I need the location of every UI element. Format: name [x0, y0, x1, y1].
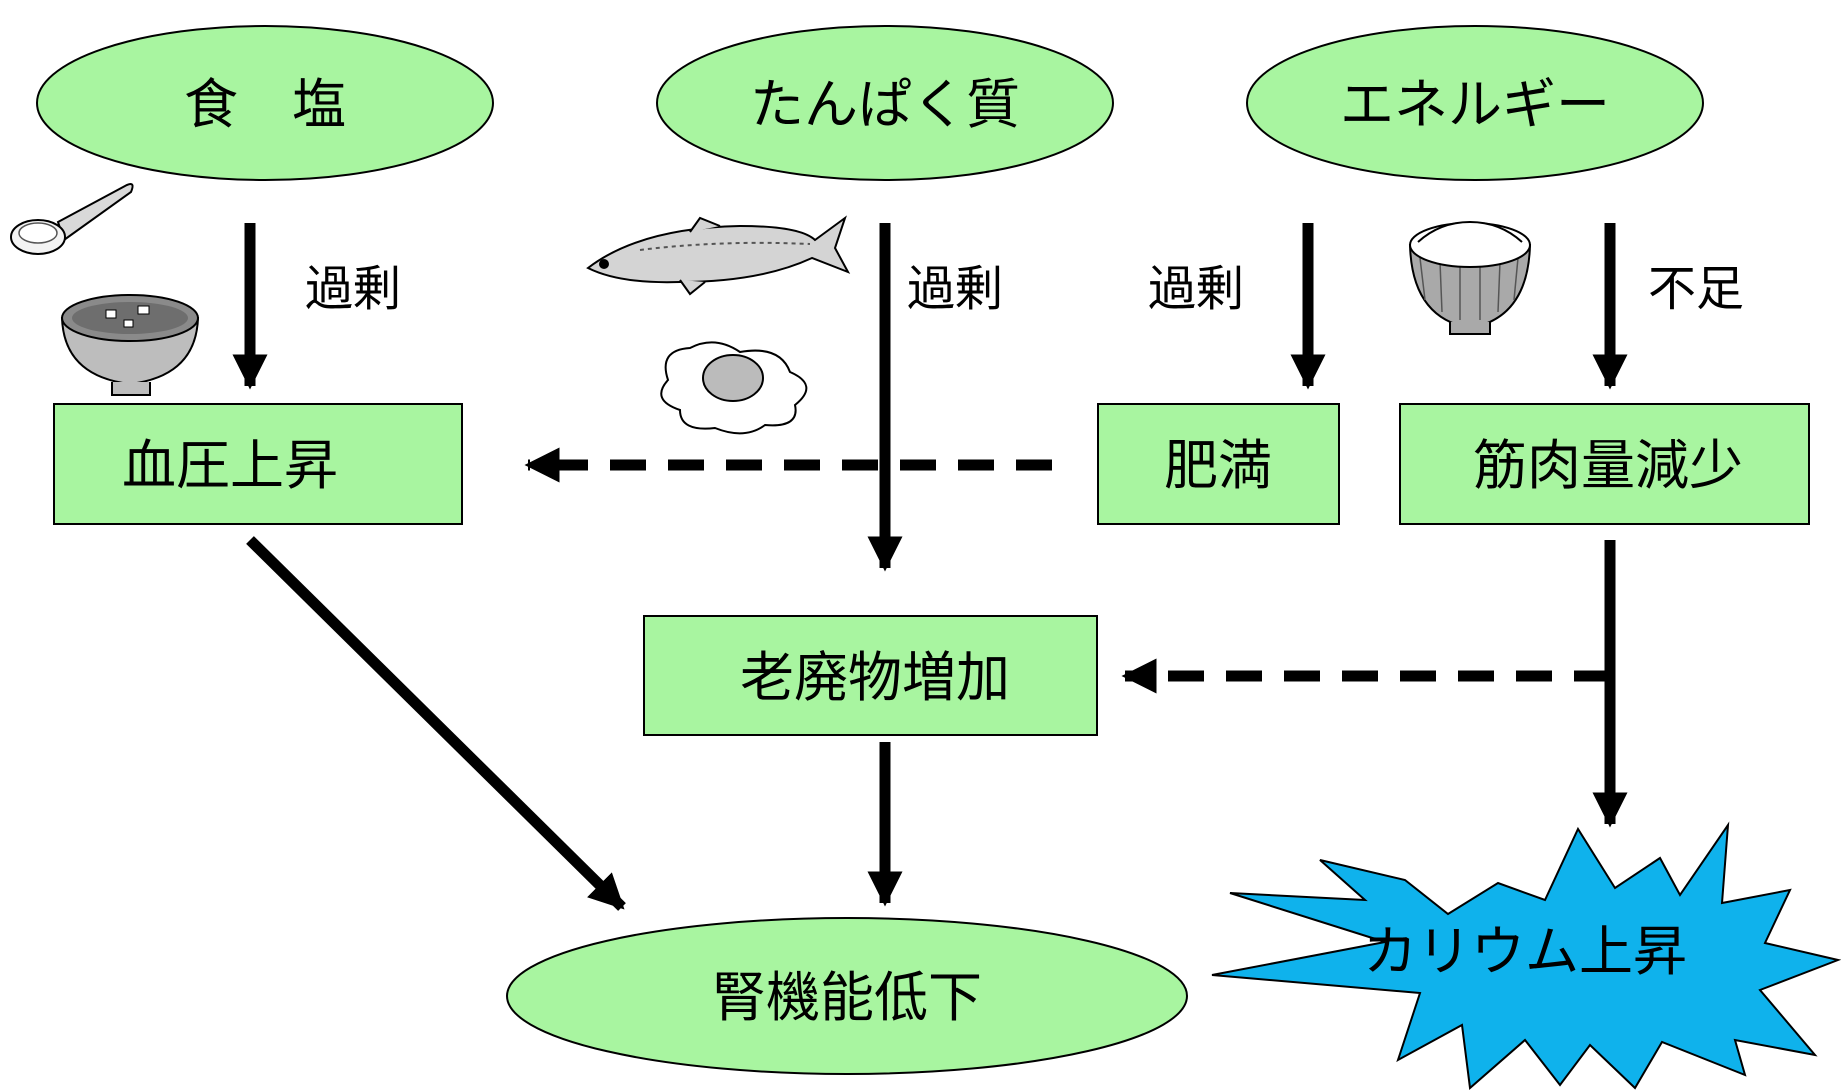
- rice-bowl-icon: [1408, 220, 1532, 335]
- node-salt: 食 塩: [36, 25, 494, 181]
- node-obesity: 肥満: [1097, 403, 1340, 525]
- node-waste: 老廃物増加: [643, 615, 1098, 736]
- fish-icon: [586, 215, 851, 296]
- measuring-spoon-icon: [10, 183, 134, 255]
- node-muscle-loss: 筋肉量減少: [1399, 403, 1810, 525]
- node-blood-pressure-label: 血圧上昇: [122, 434, 338, 497]
- fried-egg-icon: [660, 341, 808, 435]
- edge-label-energy-deficit: 不足: [1648, 261, 1744, 317]
- edge-label-energy-excess: 過剰: [1148, 261, 1244, 317]
- edge-label-protein-excess: 過剰: [907, 261, 1003, 317]
- edge-label-salt-excess: 過剰: [305, 261, 401, 317]
- node-salt-label: 食 塩: [184, 73, 346, 136]
- node-blood-pressure: 血圧上昇: [53, 403, 463, 525]
- node-energy-label: エネルギー: [1340, 73, 1610, 136]
- node-potassium: カリウム上昇: [1211, 821, 1841, 1090]
- node-waste-label: 老廃物増加: [740, 646, 1010, 709]
- node-kidney: 腎機能低下: [506, 917, 1188, 1075]
- miso-soup-bowl-icon: [60, 294, 200, 396]
- node-protein: たんぱく質: [656, 25, 1114, 181]
- node-kidney-label: 腎機能低下: [712, 966, 982, 1029]
- node-muscle-loss-label: 筋肉量減少: [1473, 434, 1743, 497]
- node-energy: エネルギー: [1246, 25, 1704, 181]
- node-potassium-label: カリウム上昇: [1363, 920, 1687, 983]
- arrow-blood-pressure-to-kidney: [246, 536, 626, 911]
- node-protein-label: たんぱく質: [750, 73, 1020, 136]
- node-obesity-label: 肥満: [1164, 434, 1272, 497]
